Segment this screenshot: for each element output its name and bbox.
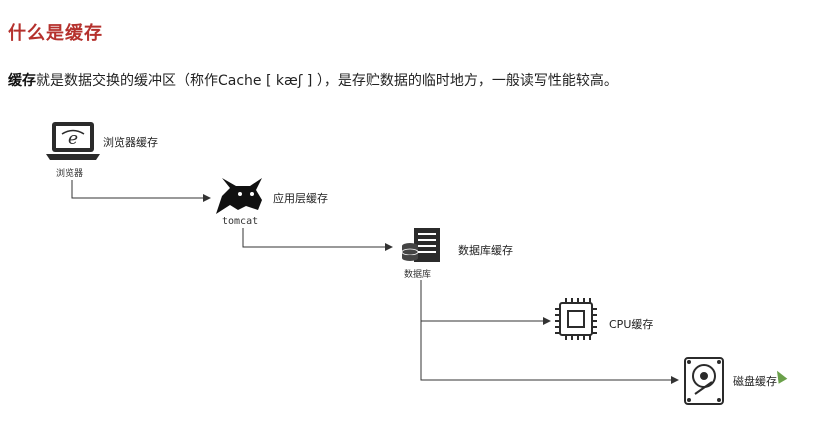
database-sublabel: 数据库 <box>404 270 432 280</box>
hard-disk-icon <box>684 357 724 405</box>
svg-text:e: e <box>68 129 78 149</box>
tomcat-cat-icon <box>216 178 262 214</box>
database-server-icon <box>401 228 440 262</box>
description-text: 就是数据交换的缓冲区（称作Cache [ kæʃ ] ），是存贮数据的临时地方，… <box>36 73 618 89</box>
laptop-browser-icon: e <box>46 122 100 160</box>
disk-cache-label: 磁盘缓存 <box>733 375 777 388</box>
cpu-chip-icon <box>555 298 597 340</box>
browser-cache-label: 浏览器缓存 <box>103 136 158 149</box>
app-cache-label: 应用层缓存 <box>273 192 328 205</box>
page-title: 什么是缓存 <box>8 23 103 44</box>
database-cache-label: 数据库缓存 <box>458 244 513 257</box>
description-bold: 缓存 <box>8 73 36 89</box>
connector-database-cpu <box>420 280 679 384</box>
browser-sublabel: 浏览器 <box>56 169 84 179</box>
tomcat-sublabel: tomcat <box>222 216 259 227</box>
connector-tomcat-database <box>242 228 393 251</box>
connector-browser-tomcat <box>71 180 211 202</box>
description: 缓存就是数据交换的缓冲区（称作Cache [ kæʃ ] ），是存贮数据的临时地… <box>8 70 618 90</box>
cpu-cache-label: CPU缓存 <box>609 318 654 331</box>
